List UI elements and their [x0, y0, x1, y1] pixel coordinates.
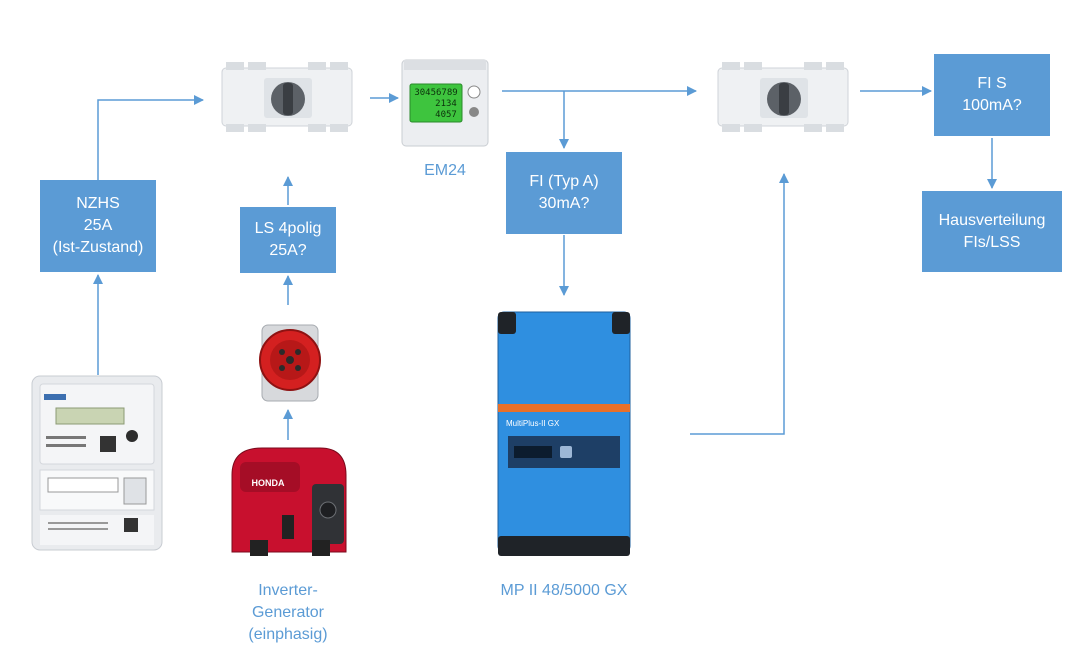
- em24-display-line-3: 4057: [435, 110, 457, 120]
- changeover-switch-left: [221, 62, 353, 132]
- ls-box: LS 4polig 25A?: [240, 207, 336, 273]
- fi-typ-a-line-2: 30mA?: [538, 195, 590, 212]
- connectors: [93, 86, 997, 440]
- hausverteilung-line-1: Hausverteilung: [938, 211, 1046, 229]
- cee-plug-icon: [259, 324, 321, 402]
- hausverteilung-line-2: FIs/LSS: [963, 233, 1021, 251]
- electricity-meter-icon: [31, 375, 163, 551]
- generator-caption-line-3: (einphasig): [248, 626, 328, 643]
- em24-caption: EM24: [424, 162, 466, 179]
- ls-line-1: LS 4polig: [254, 220, 322, 237]
- energy-meter-icon: [401, 59, 489, 147]
- changeover-switch-right: [717, 62, 849, 132]
- arrow-nzhs-to-switch: [97, 95, 204, 180]
- nzhs-line-2: 25A: [83, 217, 113, 234]
- nzhs-line-3: (Ist-Zustand): [52, 239, 144, 256]
- fi-typ-a-line-1: FI (Typ A): [529, 173, 599, 190]
- mp2-caption: MP II 48/5000 GX: [500, 582, 628, 599]
- inverter-model-label: MultiPlus-II GX: [506, 419, 560, 428]
- generator-caption-line-1: Inverter-: [258, 582, 318, 599]
- generator-caption-line-2: Generator: [251, 604, 325, 621]
- em24-display-line-2: 2134: [435, 99, 457, 109]
- hausverteilung-box: Hausverteilung FIs/LSS: [922, 191, 1062, 272]
- ls-line-2: 25A?: [269, 242, 307, 259]
- nzhs-line-1: NZHS: [76, 195, 120, 212]
- fi-s-line-2: 100mA?: [962, 97, 1022, 114]
- generator-icon: [231, 447, 347, 556]
- generator-brand-label: HONDA: [252, 478, 285, 488]
- fi-s-line-1: FI S: [977, 75, 1007, 92]
- inverter-icon: [497, 311, 631, 556]
- fi-typ-a-box: FI (Typ A) 30mA?: [506, 152, 622, 234]
- em24-display-line-1: 30456789: [414, 88, 457, 98]
- arrow-inverter-to-switch2: [690, 173, 789, 435]
- fi-s-box: FI S 100mA?: [934, 54, 1050, 136]
- generator-caption: Inverter- Generator (einphasig): [228, 580, 348, 646]
- nzhs-box: NZHS 25A (Ist-Zustand): [40, 180, 156, 272]
